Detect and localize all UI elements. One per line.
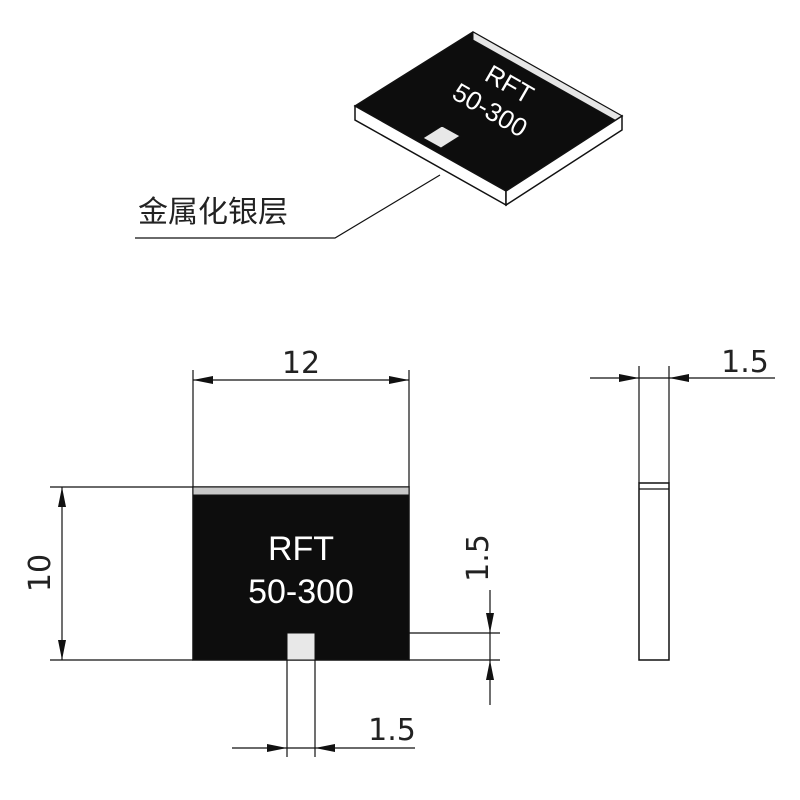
side-chip-body [638,482,670,661]
dim-pad-height-label: 1.5 [461,534,496,582]
front-view: RFT 50-300 12 10 1.5 1.5 [23,346,500,757]
front-marking-line2: 50-300 [248,573,354,611]
callout-label: 金属化银层 [138,195,288,230]
dim-thickness-label: 1.5 [721,345,769,380]
side-view: 1.5 [590,345,775,661]
iso-pad [422,125,461,149]
front-chip-body [192,486,410,661]
front-pad [286,632,316,661]
dim-pad-width-label: 1.5 [368,713,416,748]
iso-right-face [505,114,623,207]
front-silver-strip [192,486,410,496]
front-marking-line1: RFT [268,530,334,568]
dim-height-label: 10 [23,554,58,592]
dim-width-label: 12 [282,346,320,381]
isometric-view: RFT 50-300 金属化银层 [135,31,624,239]
callout-leader-line [135,174,441,239]
